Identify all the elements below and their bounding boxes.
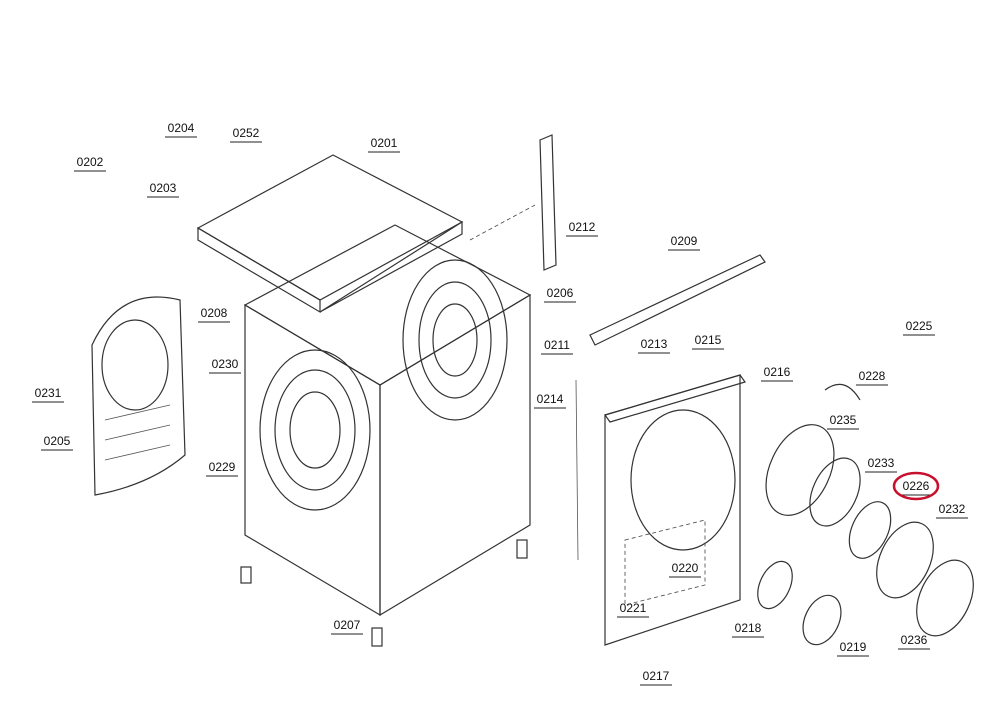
side-panel-drawing	[91, 296, 186, 496]
part-label-0233: 0233	[868, 456, 895, 470]
part-label-0219: 0219	[840, 640, 867, 654]
part-label-0229: 0229	[209, 460, 236, 474]
part-label-0203: 0203	[150, 181, 177, 195]
front-panel-drawing	[604, 374, 746, 646]
part-label-0236: 0236	[901, 633, 928, 647]
rod-0214	[575, 379, 579, 561]
part-label-0204: 0204	[168, 121, 195, 135]
part-label-0228: 0228	[859, 369, 886, 383]
part-label-0252: 0252	[233, 126, 260, 140]
part-label-0201: 0201	[371, 136, 398, 150]
part-label-0206: 0206	[547, 286, 574, 300]
part-label-0221: 0221	[620, 601, 647, 615]
part-label-0214: 0214	[537, 392, 564, 406]
part-label-0211: 0211	[544, 338, 570, 352]
part-label-0202: 0202	[77, 155, 104, 169]
part-label-0216: 0216	[764, 365, 791, 379]
part-label-0231: 0231	[35, 386, 62, 400]
door-parts-drawing	[757, 383, 974, 646]
bracket-0212-drawing	[539, 134, 557, 271]
rail-0209-drawing	[589, 254, 766, 346]
part-label-0230: 0230	[212, 357, 239, 371]
part-label-0225: 0225	[906, 319, 933, 333]
part-label-0232: 0232	[939, 502, 966, 516]
part-label-0207: 0207	[334, 618, 361, 632]
part-label-0205: 0205	[44, 434, 71, 448]
part-label-0212: 0212	[569, 220, 596, 234]
highlight-circle	[892, 471, 940, 501]
part-label-0218: 0218	[735, 621, 762, 635]
part-label-0208: 0208	[201, 306, 228, 320]
cabinet-drawing	[240, 224, 532, 647]
part-label-0220: 0220	[672, 561, 699, 575]
part-label-0217: 0217	[643, 669, 670, 683]
top-cover-drawing	[196, 154, 464, 314]
part-label-0213: 0213	[641, 337, 668, 351]
part-label-0235: 0235	[830, 413, 857, 427]
part-label-0209: 0209	[671, 234, 698, 248]
part-label-0215: 0215	[695, 333, 722, 347]
part-label-0226: 0226	[903, 479, 930, 493]
